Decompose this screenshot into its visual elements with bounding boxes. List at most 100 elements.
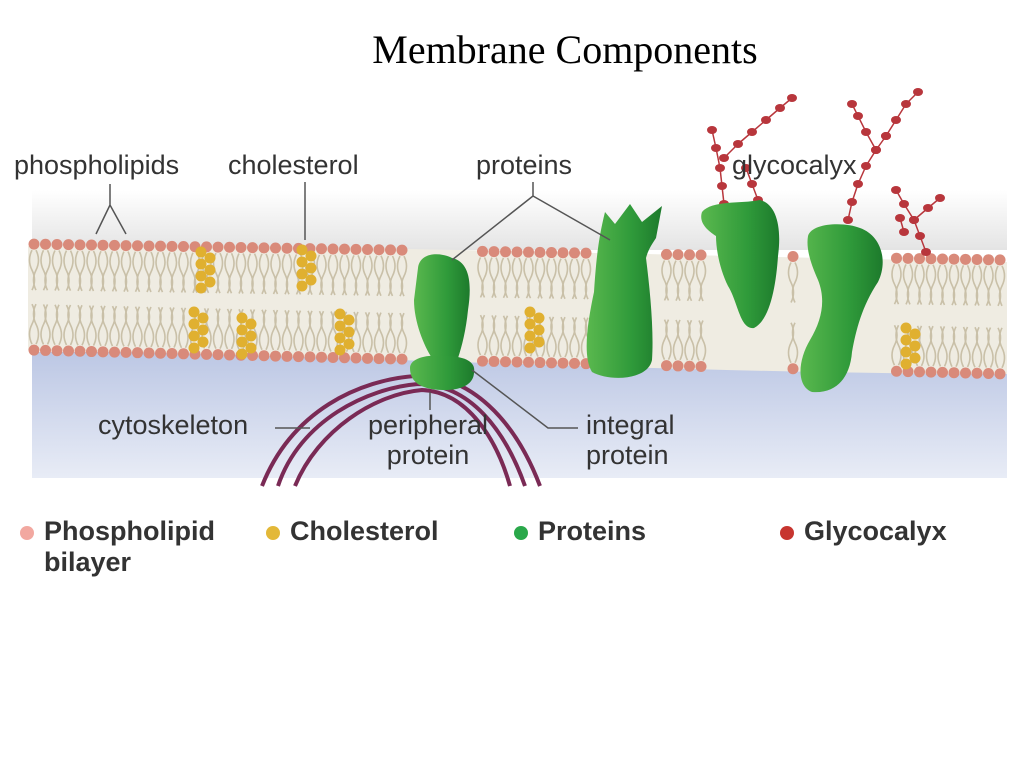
- lipid-tail: [791, 322, 799, 364]
- lipid-tail: [44, 249, 51, 291]
- lipid-tail: [251, 253, 258, 295]
- lipid-tail: [527, 257, 534, 299]
- lipid-tail: [998, 327, 1006, 369]
- cholesterol-bead: [188, 306, 200, 318]
- phospholipid-head: [396, 244, 408, 256]
- cholesterol-bead: [334, 320, 346, 332]
- lipid-tail: [895, 263, 902, 305]
- lipid-tail: [354, 255, 362, 296]
- lipid-tail: [32, 249, 40, 291]
- label-glycocalyx: glycocalyx: [732, 150, 857, 180]
- legend-dot-cholesterol: [266, 526, 280, 540]
- phospholipid-head: [511, 246, 523, 258]
- integral-protein: [586, 204, 662, 378]
- cholesterol-bead: [343, 326, 355, 338]
- cholesterol-bead: [524, 330, 536, 342]
- sugar-bead: [891, 186, 901, 194]
- legend-dot-phospholipid: [20, 526, 34, 540]
- phospholipid-head: [28, 344, 40, 356]
- phospholipid-head: [304, 351, 316, 363]
- lipid-tail: [216, 308, 224, 350]
- phospholipid-head: [350, 352, 362, 364]
- cholesterol-bead: [334, 344, 346, 356]
- lipid-tail: [113, 251, 120, 292]
- lipid-tail: [481, 257, 488, 298]
- cholesterol-bead: [204, 276, 216, 288]
- phospholipid-head: [28, 238, 40, 250]
- lipid-tail: [320, 254, 327, 296]
- phospholipid-head: [51, 238, 63, 250]
- lipid-tail: [918, 264, 925, 305]
- phospholipid-head: [569, 357, 580, 369]
- lipid-tail: [573, 258, 580, 300]
- label-pointer-lines: [95, 182, 611, 429]
- lipid-tail: [400, 255, 408, 297]
- lipid-tail: [906, 264, 914, 305]
- phospholipid-head: [983, 368, 994, 380]
- phospholipid-head: [327, 351, 339, 363]
- phospholipid-head: [224, 241, 235, 253]
- lipid-tail: [492, 315, 500, 356]
- lipid-tail: [377, 255, 385, 297]
- lipid-tail: [389, 312, 396, 354]
- legend-label: Proteins: [538, 516, 647, 546]
- lipid-tail: [481, 314, 488, 356]
- phospholipid-head: [914, 253, 925, 265]
- lipid-tail: [170, 251, 178, 293]
- phospholipid-head: [672, 249, 684, 261]
- lipid-tail: [964, 264, 971, 306]
- label-cholesterol: cholesterol: [228, 150, 359, 180]
- phospholipid-head: [281, 350, 293, 362]
- page-title: Membrane Components: [372, 27, 758, 72]
- cholesterol-bead: [305, 250, 317, 262]
- lipid-tail: [492, 257, 500, 298]
- cholesterol-bead: [900, 358, 912, 370]
- phospholipid-head: [661, 248, 672, 260]
- lipid-tail: [101, 305, 109, 347]
- sugar-bead: [847, 100, 857, 108]
- lipid-tail: [274, 253, 281, 295]
- sugar-bead: [895, 214, 905, 222]
- lipid-tail: [90, 305, 97, 346]
- lipid-tail: [998, 265, 1006, 307]
- lipid-tail: [550, 258, 557, 299]
- lipid-tail: [44, 304, 51, 345]
- lipid-tail: [78, 304, 86, 346]
- lipid-tail: [228, 252, 235, 294]
- label-cytoskeleton: cytoskeleton: [98, 410, 248, 440]
- phospholipid-head: [120, 240, 132, 252]
- phospholipid-head: [40, 238, 51, 250]
- phospholipid-head: [477, 245, 488, 257]
- lipid-tail: [515, 315, 523, 357]
- phospholipid-head: [546, 357, 557, 369]
- cholesterol-bead: [236, 324, 248, 336]
- phospholipid-head: [488, 246, 500, 258]
- lipid-tail: [308, 310, 316, 352]
- phospholipid-head: [534, 246, 546, 258]
- cholesterol-bead: [245, 330, 257, 342]
- phospholipid-head: [500, 356, 511, 368]
- sugar-bead: [707, 126, 717, 134]
- lipid-tail: [688, 319, 695, 361]
- phospholipid-head: [994, 368, 1006, 380]
- phospholipid-head: [258, 350, 270, 362]
- lipid-tail: [929, 325, 937, 367]
- phospholipid-heads-inner: [28, 344, 1006, 380]
- lipid-tail: [331, 254, 339, 296]
- lipid-tail: [239, 253, 247, 294]
- lipid-tail: [952, 326, 960, 368]
- cholesterol-bead: [188, 330, 200, 342]
- phospholipid-head: [488, 355, 500, 367]
- phospholipid-head: [270, 350, 281, 362]
- lipid-tail: [101, 250, 109, 292]
- phospholipid-head: [201, 348, 212, 360]
- lipid-tail: [665, 319, 672, 361]
- phospholipid-head: [86, 239, 97, 251]
- phospholipid-head: [63, 239, 74, 251]
- lipid-tail: [182, 307, 189, 349]
- phospholipid-head: [74, 239, 86, 251]
- phospholipid-heads-outer: [28, 238, 1006, 266]
- phospholipid-head: [316, 351, 327, 363]
- lipid-tail: [90, 250, 97, 292]
- cholesterol-bead: [188, 342, 200, 354]
